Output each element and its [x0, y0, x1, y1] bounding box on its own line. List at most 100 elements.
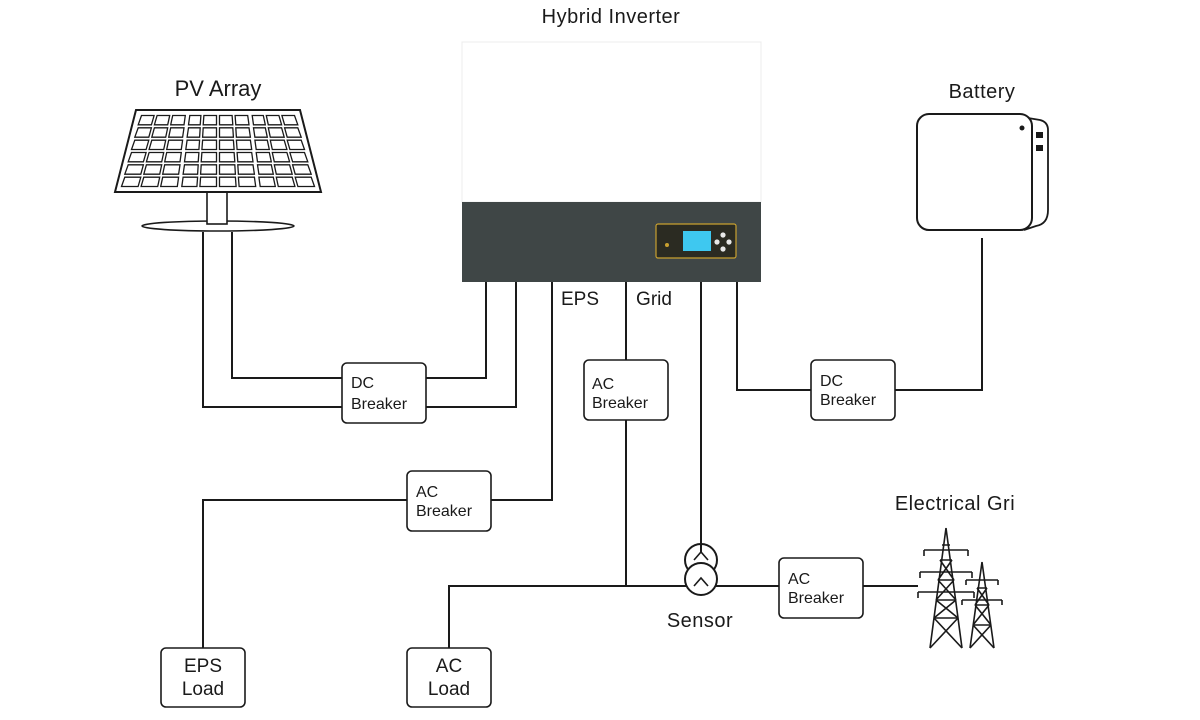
breaker-line1: DC — [351, 375, 374, 392]
solar-cell — [123, 164, 145, 175]
solar-cell — [265, 114, 283, 126]
solar-cell — [271, 151, 291, 163]
solar-cell — [237, 164, 256, 175]
solar-cell — [185, 139, 201, 151]
solar-cell — [182, 164, 199, 175]
solar-cell — [258, 176, 277, 188]
eps-wire — [202, 282, 553, 648]
solar-cell — [201, 139, 218, 151]
solar-cell — [218, 139, 235, 151]
eps-load-box: EPS Load — [160, 647, 246, 708]
solar-cell — [218, 127, 235, 138]
solar-cell — [200, 151, 218, 163]
solar-cell — [163, 151, 183, 163]
solar-cell — [120, 176, 142, 188]
power-pylon-icon — [917, 527, 1003, 649]
solar-cell — [130, 139, 150, 151]
solar-cell — [161, 164, 181, 175]
status-led — [665, 243, 669, 247]
breaker-line1: DC — [820, 373, 843, 390]
load-line1: EPS — [184, 656, 222, 677]
solar-cell — [235, 127, 252, 138]
inverter-lcd-display — [655, 223, 737, 259]
solar-cell — [281, 114, 299, 126]
sensor-icon — [684, 543, 718, 596]
solar-cell — [267, 127, 286, 138]
solar-cell — [254, 139, 271, 151]
dc-breaker-battery: DC Breaker — [810, 359, 896, 421]
dc-breaker-pv: DC Breaker — [341, 362, 427, 424]
solar-cells — [120, 114, 316, 188]
inverter-body — [461, 41, 762, 203]
breaker-line1: AC — [416, 484, 438, 501]
solar-cell — [252, 127, 269, 138]
solar-cell — [145, 151, 165, 163]
solar-cell — [218, 176, 237, 188]
solar-cell — [294, 176, 316, 188]
solar-cell — [169, 114, 187, 126]
solar-cell — [286, 139, 306, 151]
battery-body — [916, 113, 1033, 231]
solar-cell — [150, 127, 169, 138]
solar-cell — [236, 151, 254, 163]
solar-cell — [283, 127, 303, 138]
load-line1: AC — [436, 656, 462, 677]
solar-cell — [187, 114, 202, 126]
solar-cell — [218, 164, 237, 175]
solar-cell — [237, 176, 257, 188]
solar-cell — [291, 164, 313, 175]
battery-icon — [916, 113, 1049, 231]
solar-cell — [255, 151, 273, 163]
wiring — [202, 232, 983, 648]
grid-port-label: Grid — [636, 289, 672, 310]
solar-panel-post — [206, 191, 228, 225]
solar-cell — [256, 164, 275, 175]
solar-cell — [137, 114, 155, 126]
pv-wire-positive — [231, 232, 487, 379]
ac-load-box: AC Load — [406, 647, 492, 708]
load-line2: Load — [428, 679, 470, 700]
lcd-screen — [683, 231, 711, 251]
ac-breaker-grid: AC Breaker — [583, 359, 669, 421]
breaker-line2: Breaker — [820, 392, 877, 409]
solar-cell — [183, 151, 200, 163]
solar-cell — [273, 164, 294, 175]
breaker-line2: Breaker — [416, 503, 473, 520]
breaker-line2: Breaker — [351, 396, 408, 413]
solar-cell — [275, 176, 296, 188]
breaker-line1: AC — [788, 571, 810, 588]
solar-cell — [202, 114, 218, 126]
solar-cell — [181, 176, 199, 188]
battery-label: Battery — [949, 81, 1016, 103]
breaker-line2: Breaker — [592, 395, 649, 412]
solar-cell — [251, 114, 267, 126]
pv-array-label: PV Array — [175, 76, 262, 101]
hybrid-inverter — [461, 41, 762, 282]
solar-cell — [140, 176, 161, 188]
ac-bus-wire — [448, 585, 918, 648]
solar-cell — [148, 139, 167, 151]
solar-cell — [127, 151, 147, 163]
solar-cell — [269, 139, 288, 151]
solar-cell — [133, 127, 153, 138]
solar-cell — [218, 114, 234, 126]
ac-breaker-eps: AC Breaker — [406, 470, 492, 532]
ac-breaker-utility: AC Breaker — [778, 557, 864, 619]
sensor-label: Sensor — [667, 610, 733, 632]
solar-cell — [235, 139, 253, 151]
solar-cell — [289, 151, 309, 163]
solar-panel-icon — [113, 109, 323, 232]
solar-cell — [142, 164, 163, 175]
solar-cell — [167, 127, 185, 138]
solar-cell — [218, 151, 236, 163]
load-line2: Load — [182, 679, 224, 700]
solar-cell — [153, 114, 171, 126]
electrical-grid-label: Electrical Gri — [895, 493, 1015, 515]
solar-cell — [234, 114, 250, 126]
solar-cell — [201, 127, 218, 138]
breaker-line1: AC — [592, 376, 614, 393]
inverter-label: Hybrid Inverter — [542, 6, 681, 28]
solar-cell — [186, 127, 201, 138]
breaker-line2: Breaker — [788, 590, 845, 607]
